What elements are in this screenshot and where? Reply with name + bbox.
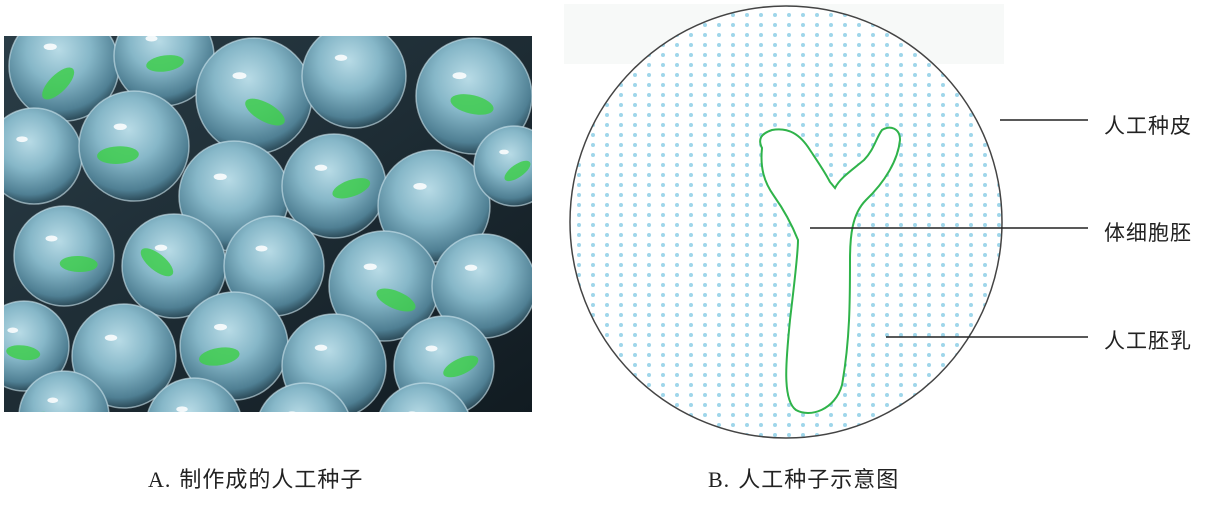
bead-highlight [413, 183, 427, 190]
caption-b-letter: B. [708, 467, 731, 492]
bead-highlight [104, 334, 118, 341]
bead-highlight [213, 173, 227, 181]
bead-highlight [499, 149, 509, 155]
bead-highlight [255, 245, 268, 252]
seed-bead [195, 37, 313, 155]
embryo-tissue [97, 146, 139, 164]
artificial-seed-coat [569, 5, 1003, 439]
bead-highlight [425, 345, 438, 352]
bead-highlight [113, 123, 127, 131]
seed-schematic [564, 4, 1088, 439]
caption-a: A. 制作成的人工种子 [148, 462, 363, 494]
embryo-tissue [146, 55, 184, 72]
artificial-seed-diagram [560, 0, 1223, 450]
embryo-tissue [245, 98, 285, 126]
seed-bead [13, 205, 115, 307]
embryo-tissue [42, 67, 75, 100]
bead-highlight [7, 327, 19, 333]
bead-highlight [314, 344, 328, 351]
seed-bead [473, 125, 532, 207]
embryo-tissue [443, 355, 479, 378]
bead-highlight [464, 264, 478, 271]
embryo-tissue [59, 255, 98, 273]
label-somatic-embryo: 体细胞胚 [1104, 221, 1192, 245]
bead-highlight [16, 136, 28, 143]
caption-b-text: 人工种子示意图 [738, 468, 900, 493]
label-artificial-seed-coat: 人工种皮 [1104, 114, 1192, 138]
somatic-embryo-shape [759, 126, 902, 414]
bead-highlight [176, 406, 188, 412]
bead-highlight [232, 72, 247, 80]
bead-highlight [334, 54, 348, 61]
caption-a-letter: A. [148, 467, 172, 492]
bead-highlight [314, 164, 328, 171]
seed-beads-image [4, 36, 532, 412]
seed-bead [259, 382, 349, 412]
bead-highlight [288, 411, 296, 412]
bead-highlight [408, 411, 416, 412]
embryo-tissue [450, 94, 494, 115]
seed-bead [71, 303, 177, 409]
artificial-seeds-photo [4, 36, 532, 412]
bead-highlight [43, 43, 57, 51]
bead-highlight [45, 235, 58, 242]
embryo-tissue [140, 248, 174, 277]
seed-bead [4, 300, 70, 392]
bead-highlight [363, 263, 377, 271]
embryo-tissue [6, 345, 41, 361]
embryo-tissue [332, 178, 371, 199]
label-artificial-endosperm: 人工胚乳 [1104, 329, 1192, 353]
bead-highlight [452, 72, 467, 80]
caption-a-text: 制作成的人工种子 [179, 468, 364, 493]
bead-highlight [145, 36, 158, 42]
embryo-tissue [504, 160, 531, 182]
caption-b: B. 人工种子示意图 [708, 462, 899, 494]
seed-bead [379, 382, 469, 412]
bead-highlight [214, 323, 227, 331]
bead-highlight [47, 397, 59, 403]
embryo-tissue [376, 288, 416, 312]
bead-highlight [154, 244, 168, 251]
seed-bead [78, 90, 190, 202]
embryo-tissue [198, 347, 240, 366]
seed-bead [301, 36, 407, 129]
seed-bead [147, 377, 241, 412]
seed-bead [18, 370, 110, 412]
